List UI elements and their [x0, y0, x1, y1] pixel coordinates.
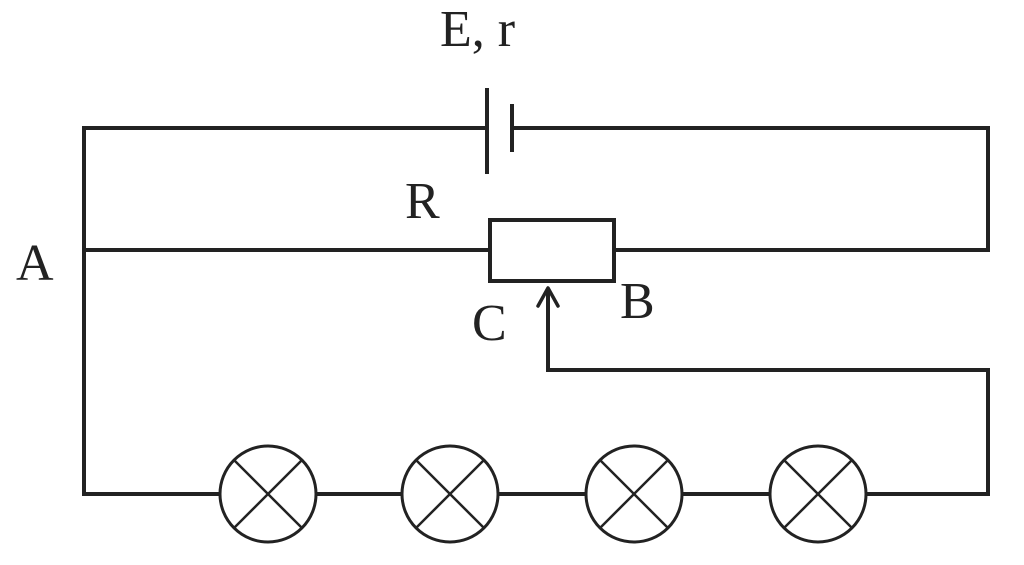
slider-wire	[546, 290, 990, 496]
lamp-icon	[584, 444, 684, 544]
rheostat-resistor	[488, 218, 616, 283]
node-c-label: C	[472, 295, 507, 352]
lamp-icon	[768, 444, 868, 544]
node-a-label: A	[16, 235, 54, 292]
lamp-icon	[400, 444, 500, 544]
source-label: E, r	[440, 1, 515, 58]
node-b-label: B	[620, 273, 655, 330]
resistor-label: R	[405, 173, 440, 230]
lamp-icon	[218, 444, 318, 544]
slider-arrow-icon	[536, 286, 560, 308]
